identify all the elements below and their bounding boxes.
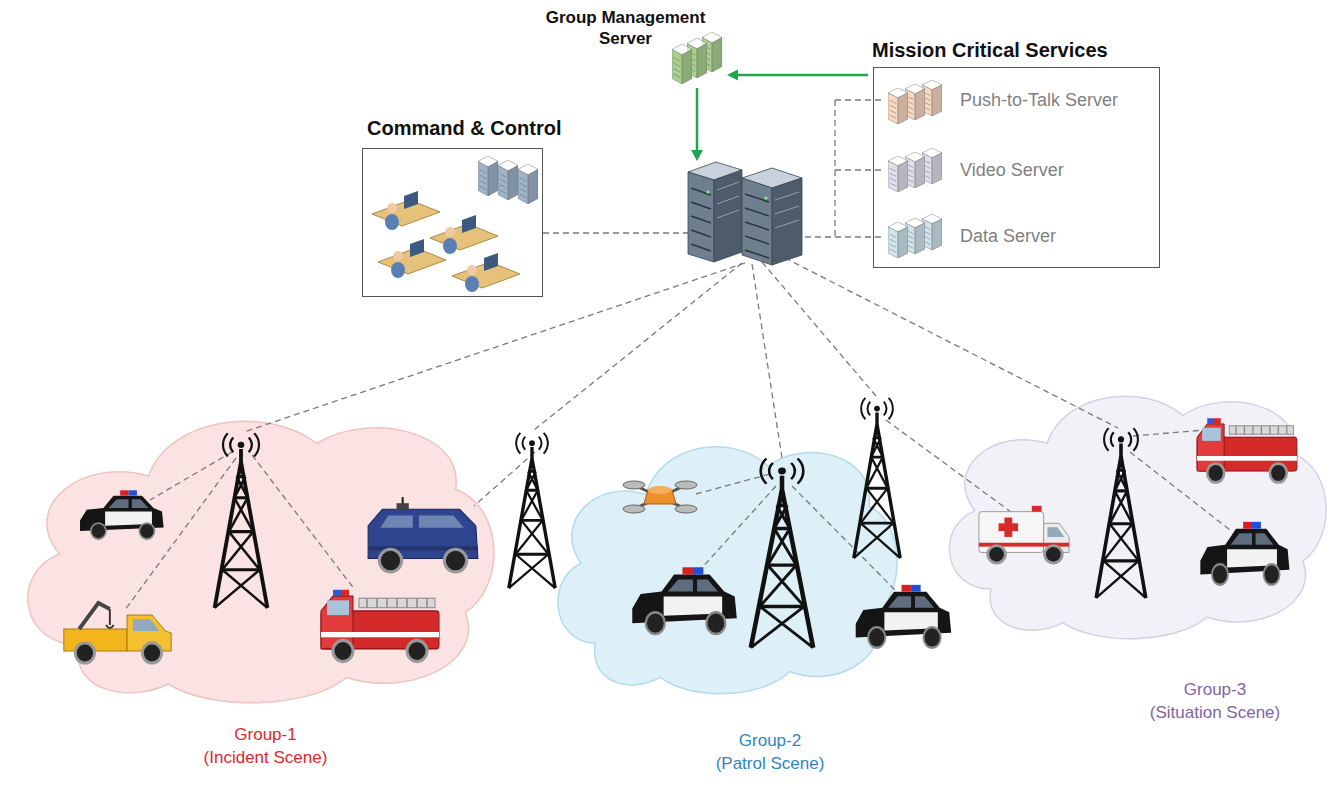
heading-text: Command & Control xyxy=(367,116,561,140)
cloud-shape xyxy=(545,415,905,700)
control-center: Command & Control xyxy=(358,116,590,301)
service-name: Data Server xyxy=(960,216,1056,256)
group-label: Group-2 (Patrol Scene) xyxy=(714,729,826,775)
group-cloud: Group-1 (Incident Scene) xyxy=(10,385,510,780)
cloud-outline xyxy=(949,396,1326,639)
service-item: Data Server xyxy=(880,216,1152,258)
service-server-icons xyxy=(888,80,942,258)
services-group: Mission Critical ServicesPush-to-Talk Se… xyxy=(868,38,1160,270)
central-server xyxy=(688,162,802,265)
cloud-outline xyxy=(28,421,494,703)
control-room-picture xyxy=(372,156,538,292)
cloud-shape xyxy=(935,365,1335,645)
cloud-outline xyxy=(558,447,897,694)
service-item: Push-to-Talk Server xyxy=(880,80,1152,122)
control-frame xyxy=(362,148,543,297)
service-name: Push-to-Talk Server xyxy=(960,80,1118,120)
server-label: Group Management Server xyxy=(545,5,727,87)
heading-text: Group Management Server xyxy=(544,7,707,49)
gms-down-arrow xyxy=(691,88,703,161)
group-label: Group-1 (Incident Scene) xyxy=(202,723,329,769)
group-label: Group-3 (Situation Scene) xyxy=(1148,678,1282,724)
service-item: Video Server xyxy=(880,150,1152,192)
group-cloud: Group-2 (Patrol Scene) xyxy=(545,415,905,785)
arrow-head xyxy=(727,70,738,81)
service-name: Video Server xyxy=(960,150,1064,190)
heading-text: Mission Critical Services xyxy=(872,38,1108,62)
gms-server-icon xyxy=(672,32,722,84)
flow-arrow xyxy=(727,70,868,81)
group-cloud: Group-3 (Situation Scene) xyxy=(935,365,1335,726)
cloud-shape xyxy=(10,385,505,710)
arrow-line xyxy=(738,74,868,77)
